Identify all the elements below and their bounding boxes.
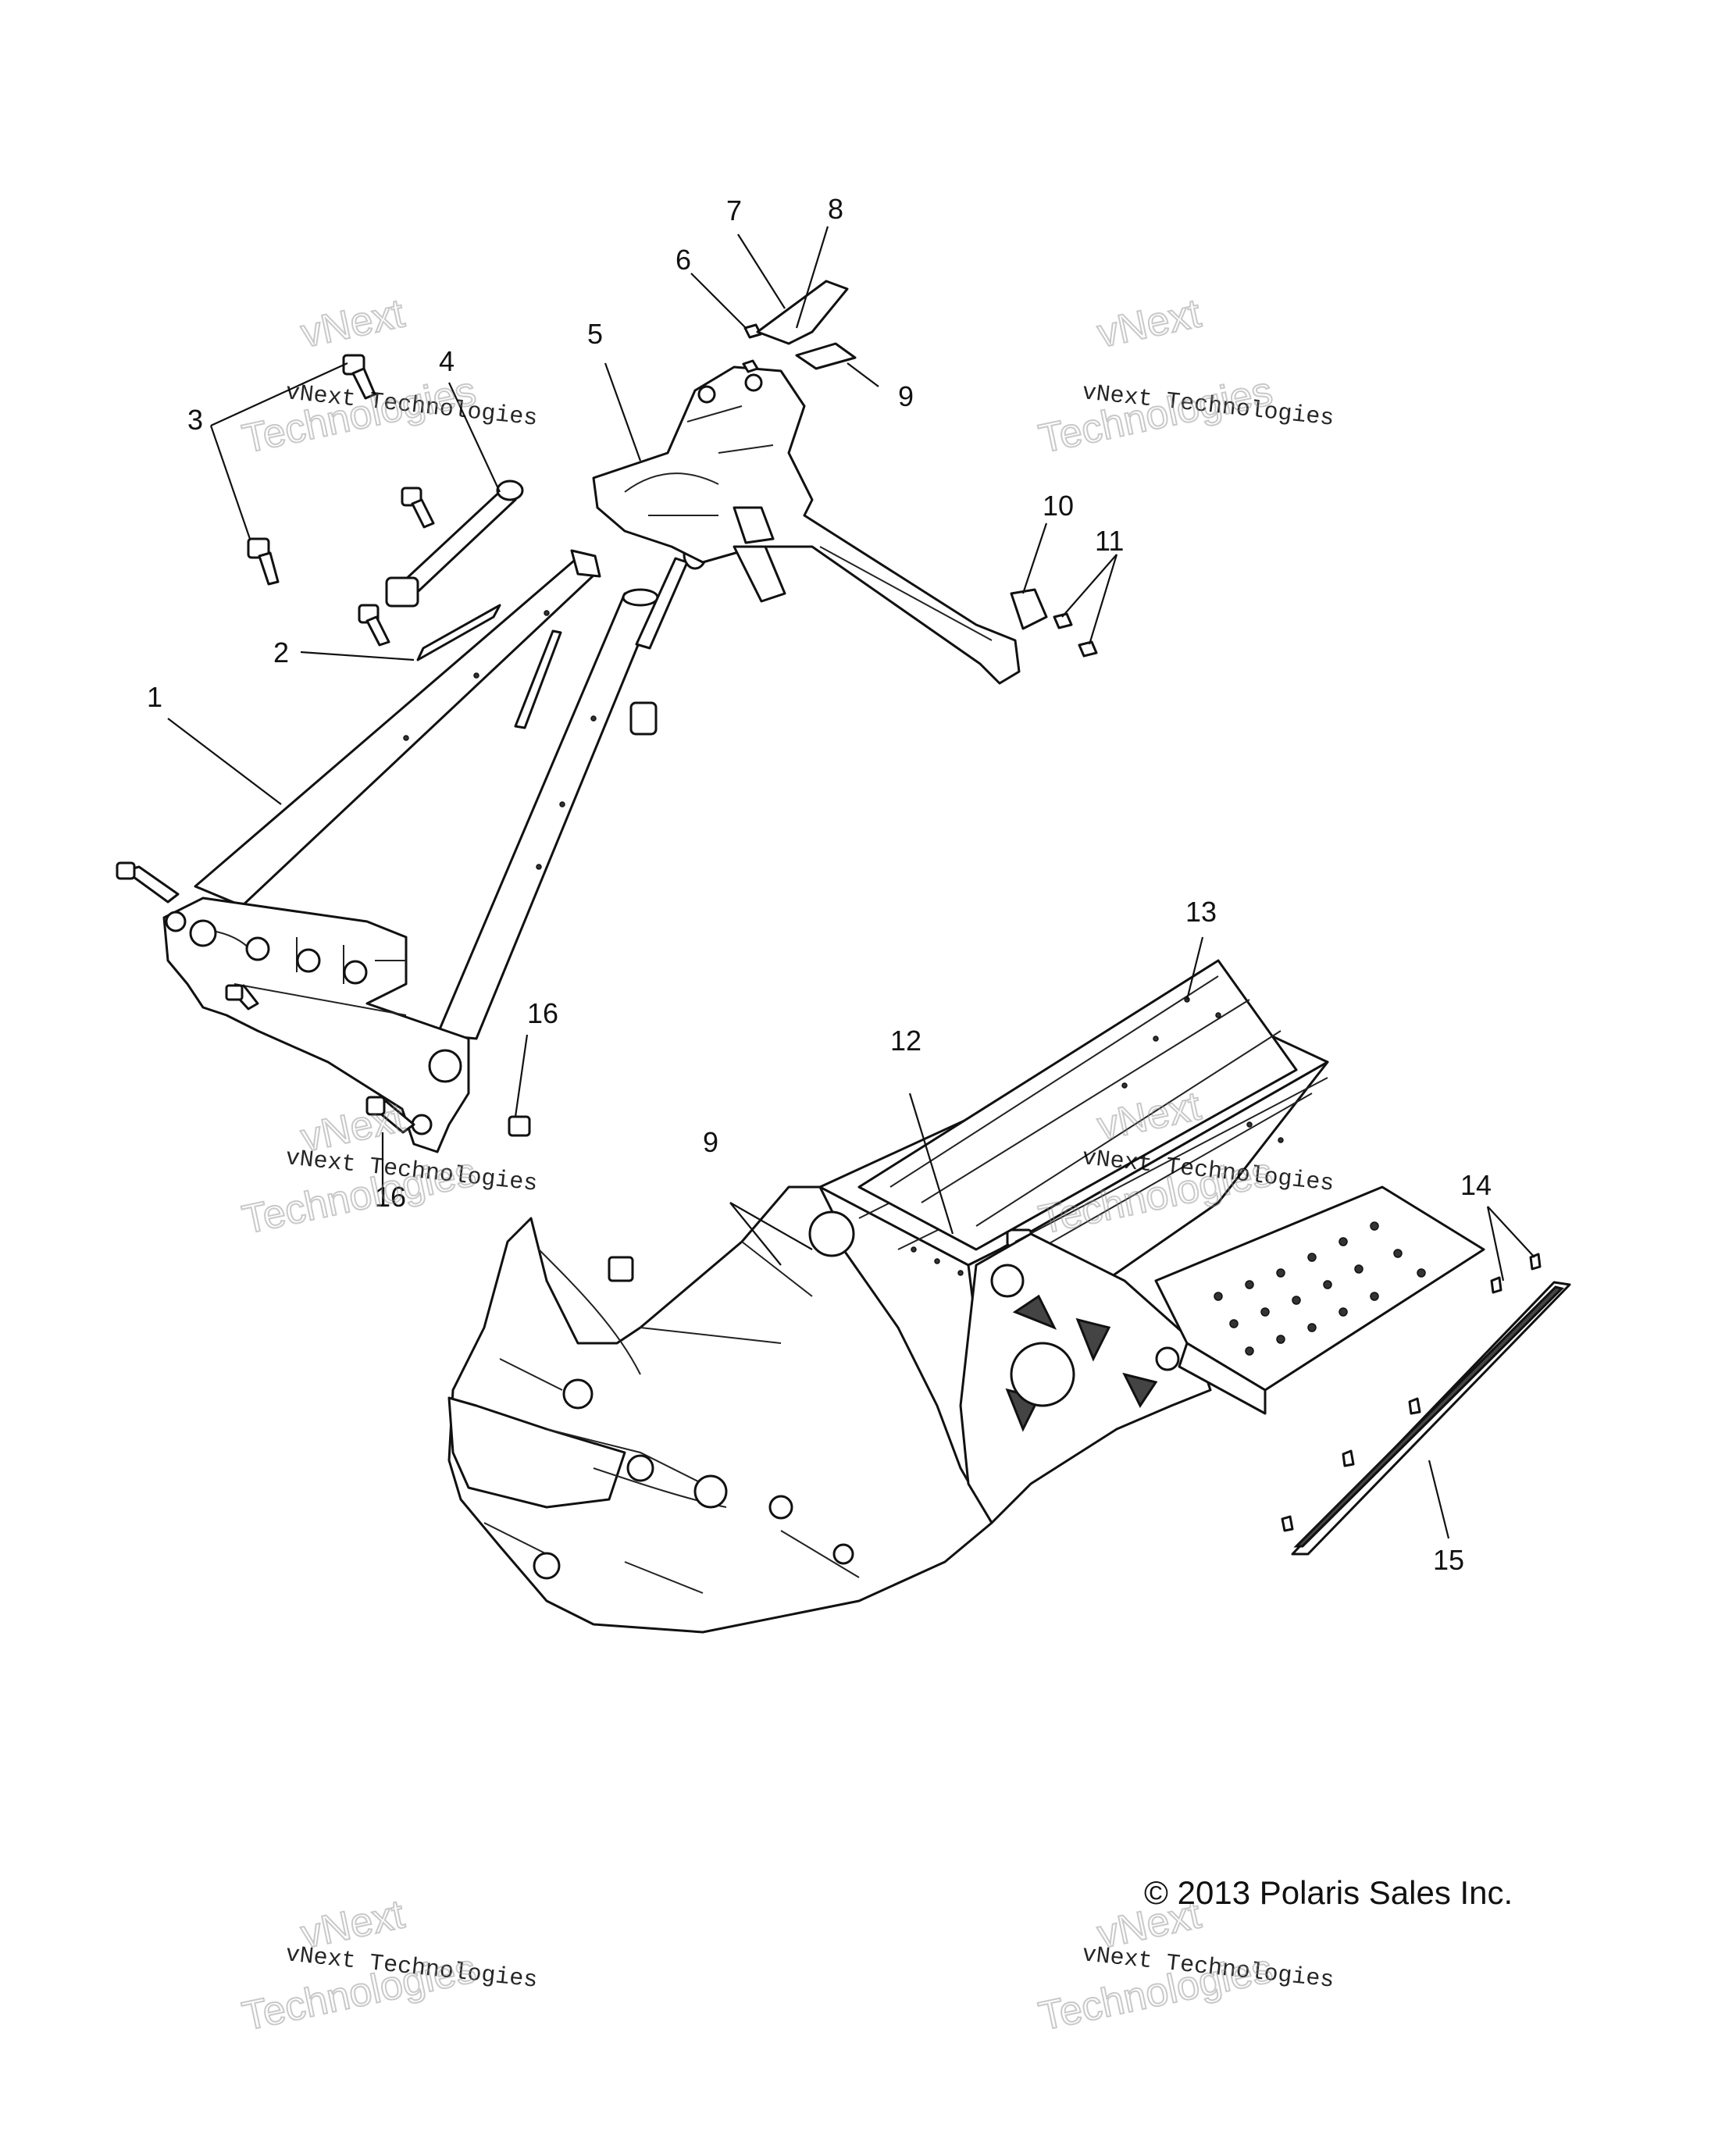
callout-4: 4 <box>439 345 454 377</box>
callout-9-lower: 9 <box>703 1126 718 1158</box>
callout-1: 1 <box>147 681 162 713</box>
callout-8: 8 <box>828 193 843 225</box>
callout-11: 11 <box>1095 525 1124 557</box>
callout-9-upper: 9 <box>898 380 914 412</box>
part-5-steering-post <box>592 365 1021 685</box>
part-14-running-board <box>1154 1185 1542 1415</box>
part-1-lower-crossmember <box>162 897 470 1153</box>
callout-14: 14 <box>1460 1169 1492 1201</box>
part-2-strip <box>416 604 562 729</box>
leader-lines <box>167 226 1535 1539</box>
callout-12: 12 <box>890 1025 921 1057</box>
callout-13: 13 <box>1185 896 1217 928</box>
watermark-bottom-right: vNext vNext Technologies Technologies <box>1034 1891 1335 2040</box>
callout-3: 3 <box>187 404 203 436</box>
callout-15: 15 <box>1433 1544 1464 1576</box>
callout-16-upper: 16 <box>527 997 558 1029</box>
watermark-bottom-left: vNext vNext Technologies Technologies <box>237 1891 538 2040</box>
part-8-bracket <box>756 280 849 345</box>
part-10-clip <box>1010 588 1048 630</box>
watermark-brand-bottom: Technologies <box>1035 369 1276 462</box>
part-13-side-panel <box>857 959 1328 1251</box>
part-11-nuts <box>1053 612 1098 658</box>
watermark-top-left: vNext vNext Technologies Technologies <box>237 290 538 462</box>
part-4-link <box>385 479 708 736</box>
callout-numbers: 1 2 3 4 5 6 7 8 9 10 11 16 16 13 12 9 14… <box>147 193 1492 1576</box>
copyright-notice: © 2013 Polaris Sales Inc. <box>1144 1874 1513 1911</box>
callout-6: 6 <box>676 244 691 276</box>
running-board-holes <box>1214 1221 1426 1356</box>
callout-2: 2 <box>273 636 289 668</box>
watermark-mid-left: vNext vNext Technologies Technologies <box>237 1094 538 1243</box>
watermark-brand-top: vNext <box>297 291 408 356</box>
callout-10: 10 <box>1043 490 1074 522</box>
chassis-front-structure <box>447 1185 993 1634</box>
watermark-brand-top: vNext <box>1093 291 1205 356</box>
part-16-bolts <box>116 861 531 1137</box>
callout-7: 7 <box>726 194 742 226</box>
callout-5: 5 <box>587 318 603 350</box>
callout-16-lower: 16 <box>375 1181 406 1213</box>
part-15-rail <box>1281 1281 1571 1556</box>
part-3-bolts <box>247 354 435 647</box>
watermark-top-right: vNext vNext Technologies Technologies <box>1034 290 1335 462</box>
part-6-nut <box>742 323 762 373</box>
rear-bulkhead <box>959 1232 1212 1524</box>
part-1-frame-tube <box>194 549 601 907</box>
part-9-pad-upper <box>795 342 857 370</box>
